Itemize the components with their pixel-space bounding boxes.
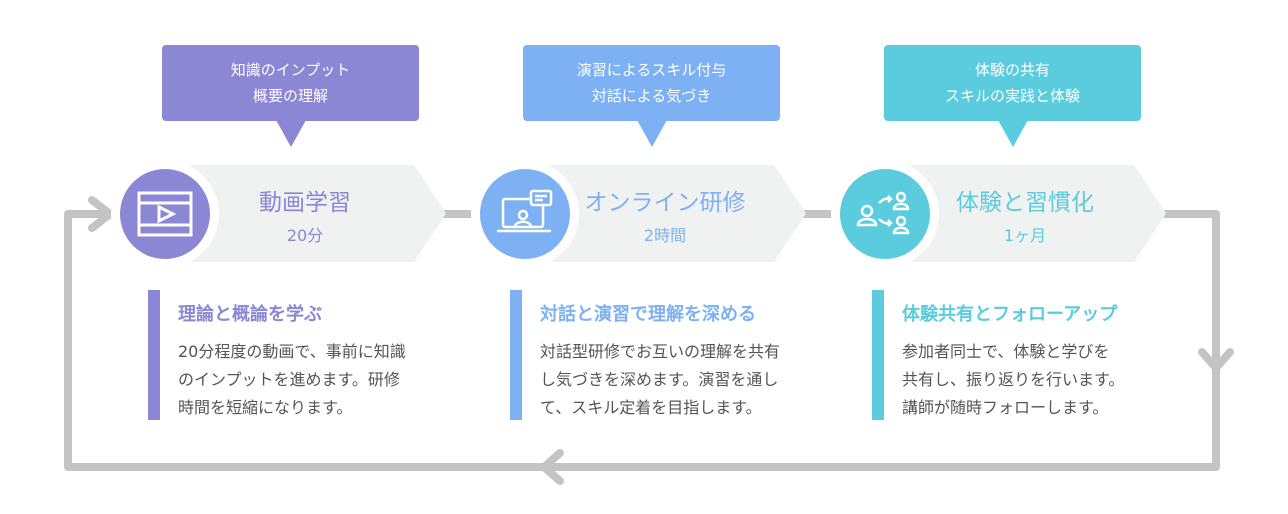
step-pill-2 [540, 165, 806, 262]
arrow-right-head [88, 196, 114, 232]
desc-line: 対話型研修でお互いの理解を共有 [540, 342, 781, 361]
desc-body: 対話型研修でお互いの理解を共有 し気づきを深めます。演習を通し て、スキル定着を… [540, 338, 840, 422]
callout-step-3: 体験の共有 スキルの実践と体験 [884, 45, 1141, 147]
step-title: オンライン研修 [584, 190, 746, 216]
callout-line: 知識のインプット [230, 61, 351, 79]
people-share-icon [856, 191, 910, 235]
desc-line: 講師が随時フォローします。 [902, 398, 1109, 417]
step-title: 体験と習慣化 [956, 190, 1094, 216]
desc-body: 参加者同士で、体験と学びを 共有し、振り返りを行います。 講師が随時フォローしま… [902, 338, 1202, 422]
accent-bar [510, 290, 522, 420]
step-title: 動画学習 [259, 190, 351, 216]
callout-line: 演習によるスキル付与 [576, 61, 727, 79]
desc-title: 対話と演習で理解を深める [540, 304, 756, 325]
film-play-icon [137, 191, 193, 237]
loop-line [64, 210, 1220, 471]
callout-step-1: 知識のインプット 概要の理解 [162, 45, 419, 147]
step-duration: 20分 [286, 226, 324, 245]
step-icon-circle-1 [120, 169, 210, 259]
desc-title: 体験共有とフォローアップ [902, 304, 1118, 325]
arrow-left-head [540, 449, 564, 485]
desc-body: 20分程度の動画で、事前に知識 のインプットを進めます。研修 時間を短縮になりま… [178, 338, 478, 422]
accent-bar [872, 290, 884, 420]
desc-line: 時間を短縮になります。 [178, 398, 353, 417]
step-pill-3 [900, 165, 1166, 262]
laptop-chat-icon [497, 189, 553, 233]
desc-line: し気づきを深めます。演習を通し [540, 370, 779, 389]
accent-bar [148, 290, 160, 420]
desc-line: て、スキル定着を目指します。 [540, 398, 762, 417]
step-duration: 1ヶ月 [1003, 226, 1047, 245]
step-duration: 2時間 [643, 226, 687, 245]
callout-line: 概要の理解 [252, 87, 328, 105]
callout-step-2: 演習によるスキル付与 対話による気づき [523, 45, 780, 147]
callout-line: スキルの実践と体験 [944, 87, 1080, 105]
desc-line: 参加者同士で、体験と学びを [902, 342, 1110, 361]
step-icon-circle-3 [840, 169, 930, 259]
step-pill-1 [180, 165, 446, 262]
step-icon-circle-2 [480, 169, 570, 259]
arrow-down-head [1198, 348, 1234, 372]
desc-line: 共有し、振り返りを行います。 [902, 370, 1125, 389]
desc-title: 理論と概論を学ぶ [178, 304, 322, 325]
callout-line: 対話による気づき [591, 87, 712, 105]
desc-line: のインプットを進めます。研修 [178, 370, 400, 389]
desc-line: 20分程度の動画で、事前に知識 [178, 342, 406, 361]
callout-line: 体験の共有 [974, 61, 1050, 79]
